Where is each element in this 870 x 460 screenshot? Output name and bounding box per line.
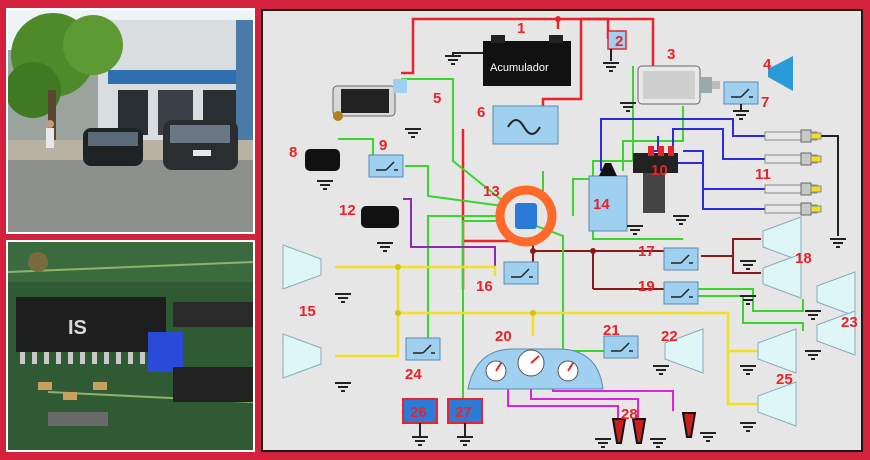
label-9: 9 bbox=[379, 137, 387, 154]
label-28: 28 bbox=[621, 406, 638, 423]
instrument-cluster bbox=[467, 348, 604, 390]
alternator-component bbox=[332, 79, 407, 121]
sensor-12-wire bbox=[403, 198, 496, 266]
label-3: 3 bbox=[667, 46, 675, 63]
label-1: 1 bbox=[517, 20, 525, 37]
label-8: 8 bbox=[289, 144, 297, 161]
label-27: 27 bbox=[455, 404, 472, 421]
ecu-chip-photo: IS bbox=[6, 240, 255, 452]
sensor-8 bbox=[305, 149, 340, 171]
label-6: 6 bbox=[477, 104, 485, 121]
label-24: 24 bbox=[405, 366, 422, 383]
fuse-block bbox=[492, 105, 559, 145]
label-23: 23 bbox=[841, 314, 858, 331]
label-25: 25 bbox=[776, 371, 793, 388]
module-26 bbox=[402, 398, 438, 424]
battery-label: Acumulador bbox=[490, 62, 549, 74]
label-26: 26 bbox=[410, 404, 427, 421]
chip-logo: IS bbox=[68, 317, 87, 339]
sensor-12 bbox=[361, 206, 399, 228]
label-22: 22 bbox=[661, 328, 678, 345]
label-18: 18 bbox=[795, 250, 812, 267]
starter-motor bbox=[637, 65, 720, 105]
sensor-wires bbox=[338, 66, 804, 406]
label-15: 15 bbox=[299, 303, 316, 320]
central-ecu bbox=[495, 185, 557, 247]
wiring-diagram-panel: Acumulador bbox=[261, 9, 863, 452]
sensors-28 bbox=[611, 412, 697, 444]
label-20: 20 bbox=[495, 328, 512, 345]
ignition-coil bbox=[588, 163, 628, 232]
label-10: 10 bbox=[651, 162, 668, 179]
label-13: 13 bbox=[483, 183, 500, 200]
junction-dots bbox=[395, 16, 596, 316]
label-4: 4 bbox=[763, 56, 772, 73]
street-scene-image bbox=[8, 10, 253, 232]
label-16: 16 bbox=[476, 278, 493, 295]
label-5: 5 bbox=[433, 90, 441, 107]
wiring-diagram: Acumulador bbox=[282, 16, 858, 448]
label-2: 2 bbox=[615, 33, 623, 50]
label-17: 17 bbox=[638, 243, 655, 260]
label-11: 11 bbox=[755, 166, 771, 183]
label-19: 19 bbox=[638, 278, 655, 295]
label-12: 12 bbox=[339, 202, 356, 219]
battery-component: Acumulador bbox=[483, 35, 571, 86]
horn-component bbox=[768, 56, 793, 91]
label-21: 21 bbox=[603, 322, 620, 339]
circuit-board-image: IS bbox=[8, 242, 253, 450]
label-14: 14 bbox=[593, 196, 610, 213]
label-7: 7 bbox=[761, 94, 769, 111]
fuse-box-2 bbox=[607, 30, 627, 50]
lighting-wires bbox=[335, 265, 763, 406]
garage-street-photo bbox=[6, 8, 255, 234]
distributor bbox=[633, 146, 678, 213]
instrument-wires bbox=[507, 386, 674, 419]
